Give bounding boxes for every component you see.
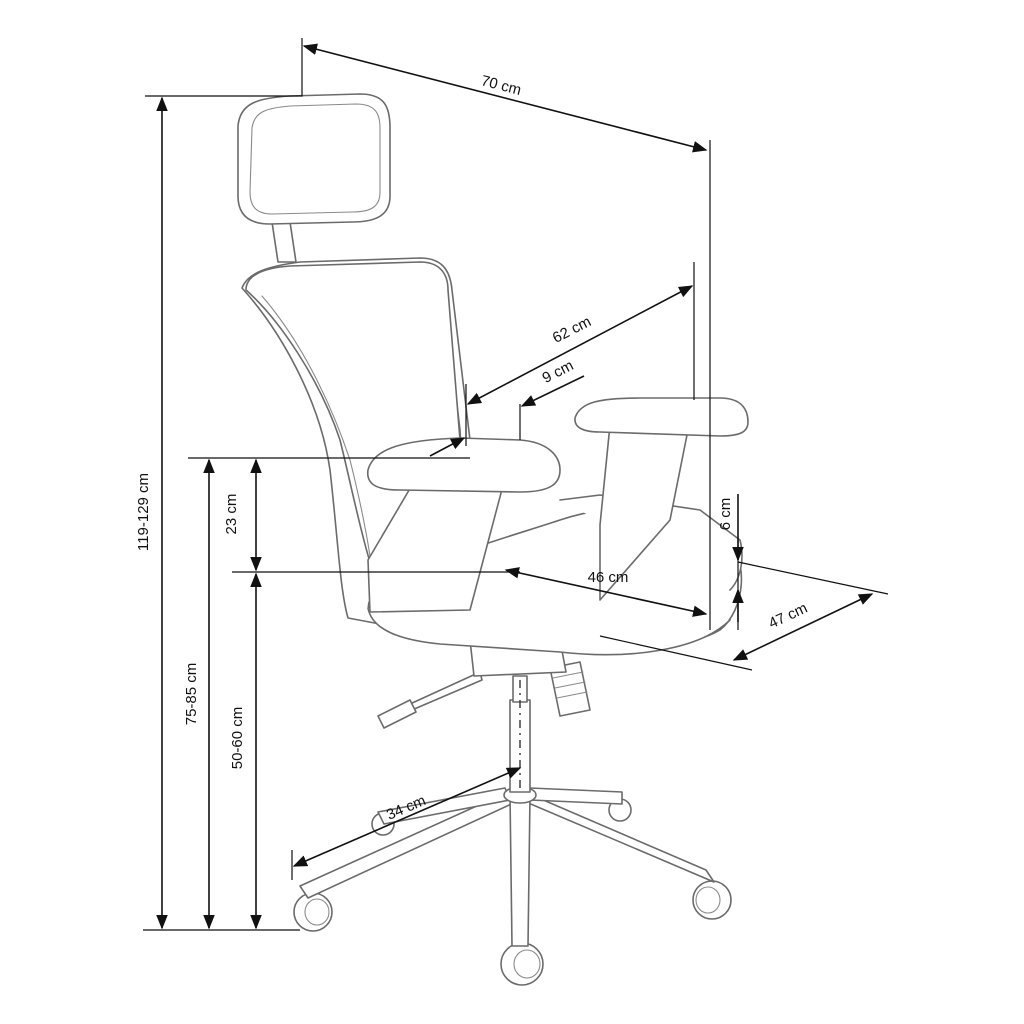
seat-depth-line — [504, 567, 708, 617]
caster-wheel-left — [293, 892, 333, 932]
caster-wheel-right — [692, 880, 732, 920]
label-armrest-floor-height: 75-85 cm — [183, 663, 200, 726]
label-seat-thickness: 6 cm — [717, 498, 734, 531]
armrest-right — [574, 397, 749, 601]
label-armrest-height: 23 cm — [223, 494, 240, 535]
label-overall-width: 70 cm — [479, 72, 523, 99]
caster-wheel-front — [500, 942, 544, 986]
armrest-left — [367, 437, 561, 613]
armrest-offset-line-left — [429, 437, 466, 457]
armrest-offset-line — [520, 375, 585, 407]
backrest-depth-line — [466, 285, 694, 405]
tilt-knob — [549, 661, 591, 717]
headrest — [237, 93, 391, 263]
base-radius-line — [292, 767, 522, 867]
height-lever — [377, 671, 483, 729]
label-seat-height: 50-60 cm — [229, 707, 246, 770]
gas-lift — [509, 675, 531, 793]
chair-sketch — [237, 93, 749, 986]
dimension-lines — [143, 38, 889, 931]
seat-width-line — [732, 593, 874, 661]
label-total-height: 119-129 cm — [135, 473, 152, 551]
star-base — [299, 786, 715, 947]
overall-width-line — [302, 43, 708, 153]
label-seat-depth: 46 cm — [588, 569, 629, 586]
